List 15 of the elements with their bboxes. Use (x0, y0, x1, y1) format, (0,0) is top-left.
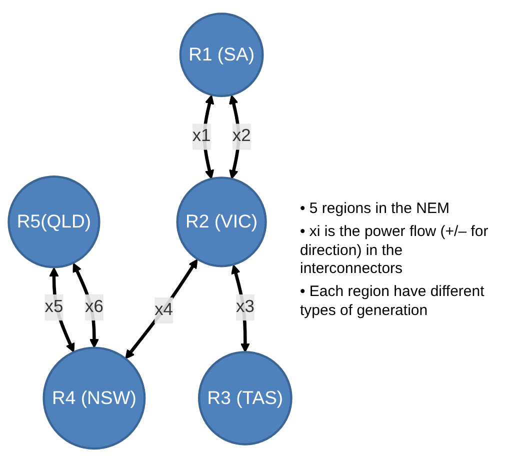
node-circle: R2 (VIC) (176, 176, 267, 268)
edge-label: x5 (44, 298, 64, 316)
edge-label: x1 (192, 126, 211, 146)
edge-label: x6 (84, 298, 104, 316)
node-circle: R4 (NSW) (42, 346, 146, 450)
node-circle: R1 (SA) (179, 12, 264, 97)
node-circle: R3 (TAS) (198, 350, 292, 446)
edge-label: x2 (232, 126, 251, 146)
bullet-note: • xi is the power flow (+/– for direction) in the interconnectors (300, 222, 490, 279)
bullet-note: • Each region have different types of generation (300, 283, 486, 320)
edge-label: x4 (154, 300, 173, 320)
edge-label: x3 (236, 298, 254, 316)
bullet-note: • 5 regions in the NEM (300, 200, 450, 219)
node-circle: R5(QLD) (8, 175, 100, 268)
arrow (125, 258, 198, 359)
